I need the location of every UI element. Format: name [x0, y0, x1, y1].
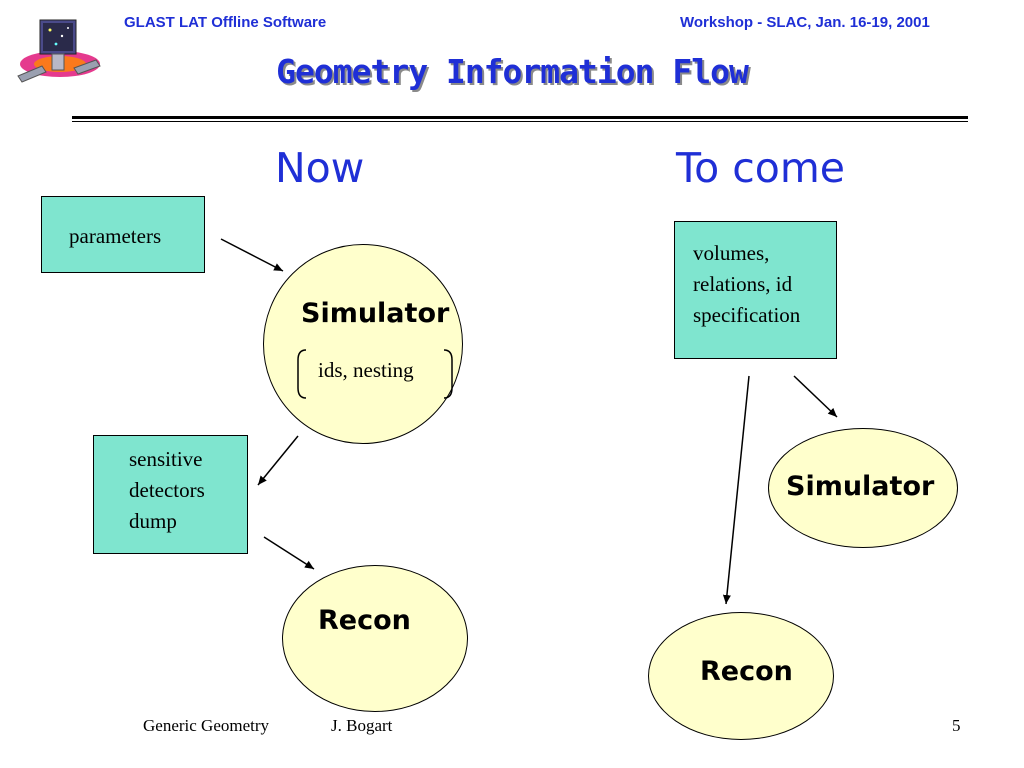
- footer-topic: Generic Geometry: [143, 716, 270, 735]
- sensitive-box-line-1: sensitive: [129, 447, 203, 471]
- arrow-parameters-to-simulator: [220, 238, 284, 272]
- arrow-volumes-to-recon: [722, 375, 750, 605]
- simulator-note: ids, nesting: [318, 358, 414, 382]
- recon-ellipse-now: [282, 565, 468, 712]
- simulator-ellipse-to-come: [768, 428, 958, 548]
- title-rule-thick: [72, 116, 968, 119]
- slide-title: Geometry Information Flow: [276, 52, 749, 91]
- arrow-sensitive-to-recon: [263, 536, 315, 570]
- column-heading-now: Now: [275, 144, 365, 192]
- title-rule-thin: [72, 121, 968, 122]
- volumes-relations-box: volumes, relations, id specification: [674, 221, 837, 359]
- header-left-text: GLAST LAT Offline Software: [124, 14, 327, 31]
- recon-label-now: Recon: [318, 605, 411, 636]
- parameters-box: parameters: [41, 196, 205, 273]
- volumes-box-line-3: specification: [693, 303, 801, 327]
- footer-page-number: 5: [952, 716, 961, 735]
- arrow-volumes-to-simulator: [793, 375, 838, 418]
- glast-satellite-logo-icon: [17, 19, 101, 83]
- volumes-box-line-2: relations, id: [693, 272, 793, 296]
- footer-author: J. Bogart: [331, 716, 393, 735]
- sensitive-box-line-3: dump: [129, 509, 177, 533]
- header-right-text: Workshop - SLAC, Jan. 16-19, 2001: [680, 14, 930, 31]
- parameters-box-label: parameters: [69, 224, 162, 248]
- arrow-simulator-to-sensitive: [257, 435, 299, 486]
- simulator-label-now: Simulator: [301, 298, 450, 329]
- right-bracket: [443, 349, 453, 399]
- recon-label-to-come: Recon: [700, 656, 793, 687]
- volumes-box-line-1: volumes,: [693, 241, 770, 265]
- simulator-ellipse-now: [263, 244, 463, 444]
- column-heading-to-come: To come: [676, 144, 845, 192]
- sensitive-detectors-box: sensitive detectors dump: [93, 435, 248, 554]
- sensitive-box-line-2: detectors: [129, 478, 205, 502]
- recon-ellipse-to-come: [648, 612, 834, 740]
- left-bracket: [297, 349, 307, 399]
- simulator-label-to-come: Simulator: [786, 471, 935, 502]
